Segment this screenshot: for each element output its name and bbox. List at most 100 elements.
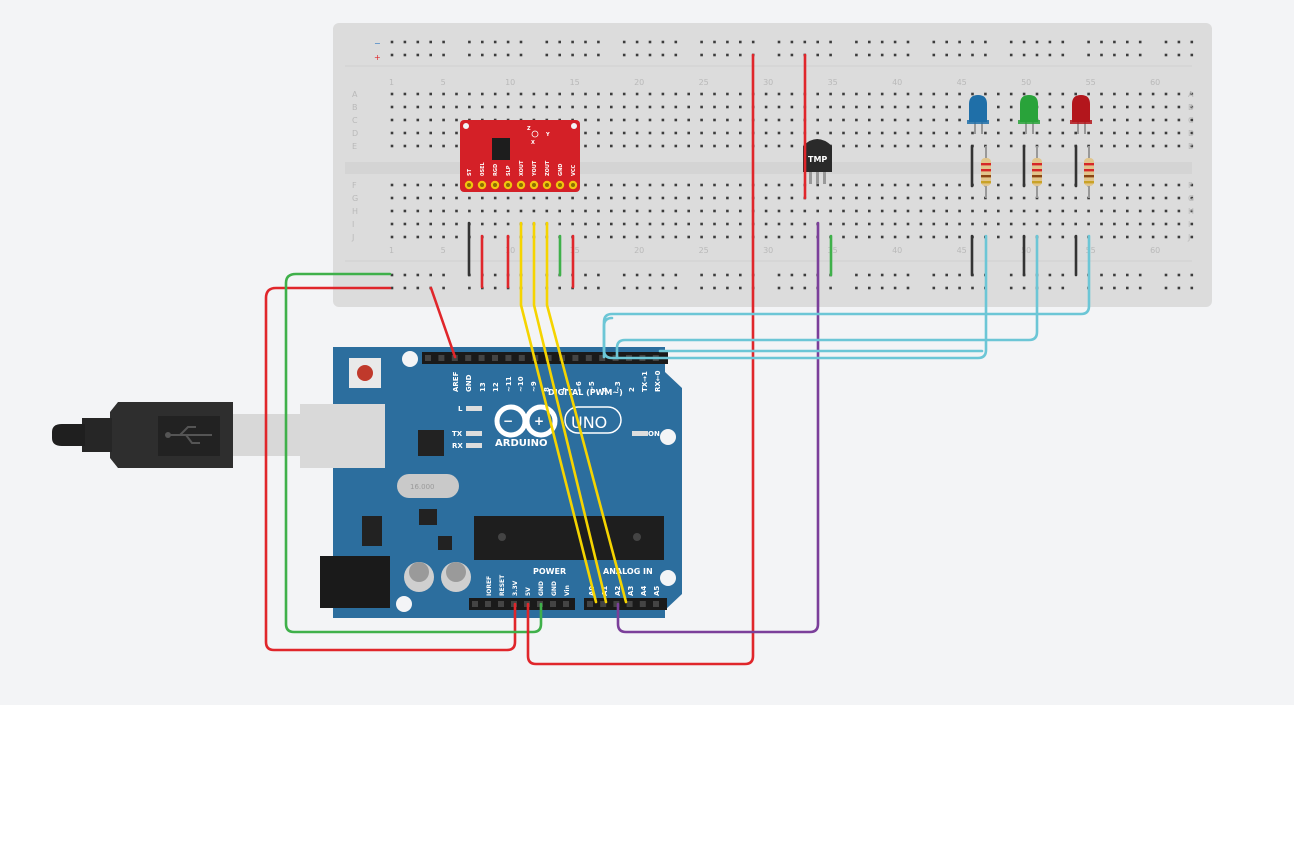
resistor[interactable] bbox=[1032, 146, 1042, 198]
led-green[interactable] bbox=[1018, 95, 1040, 134]
row-label: F bbox=[352, 181, 357, 190]
row-label: B bbox=[352, 103, 358, 112]
analog-pin-label: A5 bbox=[653, 586, 661, 596]
column-label: 45 bbox=[957, 78, 967, 87]
digital-pin-label: AREF bbox=[452, 371, 460, 392]
led-on-label: ON bbox=[648, 430, 660, 438]
digital-pin-label: ~6 bbox=[575, 381, 583, 392]
column-label: 30 bbox=[763, 78, 773, 87]
digital-pin-label: ~9 bbox=[530, 381, 538, 392]
temperature-sensor[interactable]: TMP bbox=[803, 139, 832, 184]
power-header-label: POWER bbox=[533, 567, 566, 576]
row-label: A bbox=[1188, 90, 1194, 99]
digital-pin-label: 2 bbox=[628, 387, 636, 392]
wire-led-green-d3 bbox=[615, 234, 1039, 359]
led-rx-label: RX bbox=[452, 442, 463, 450]
column-label: 5 bbox=[441, 78, 446, 87]
axis-label-x: X bbox=[531, 140, 535, 146]
svg-text:+: + bbox=[534, 414, 544, 428]
digital-header-label: DIGITAL (PWM~) bbox=[548, 388, 623, 397]
column-label: 45 bbox=[957, 246, 967, 255]
power-pin-label: 5V bbox=[525, 587, 532, 596]
column-label: 35 bbox=[828, 246, 838, 255]
svg-text:−: − bbox=[503, 414, 513, 428]
atmega-chip bbox=[474, 516, 664, 560]
accelerometer-pin-label: XOUT bbox=[519, 160, 525, 176]
led-red[interactable] bbox=[1070, 95, 1092, 134]
wire-led-red-d2 bbox=[602, 234, 1091, 359]
column-label: 25 bbox=[699, 246, 709, 255]
row-label: E bbox=[1188, 142, 1193, 151]
led-tx-label: TX bbox=[452, 430, 463, 438]
row-label: D bbox=[352, 129, 358, 138]
analog-pin-label: A1 bbox=[601, 586, 609, 596]
column-label: 35 bbox=[828, 78, 838, 87]
power-pin-label: 3.3V bbox=[512, 580, 519, 596]
wire-led-blue-d4 bbox=[602, 234, 988, 360]
digital-pin-label: 4 bbox=[601, 387, 609, 392]
resistor[interactable] bbox=[1084, 146, 1094, 198]
row-label: D bbox=[1188, 129, 1194, 138]
digital-pin-label: 13 bbox=[479, 382, 487, 392]
arduino-uno-board[interactable]: 16.000 − + ARDUINO UNO bbox=[300, 347, 682, 618]
row-label: H bbox=[352, 207, 358, 216]
wire-aref bbox=[429, 286, 457, 359]
column-label: 55 bbox=[1086, 78, 1096, 87]
column-label: 1 bbox=[389, 78, 394, 87]
digital-pin-label: ~5 bbox=[588, 381, 596, 392]
digital-pin-label: 7 bbox=[562, 387, 570, 392]
row-label: J bbox=[351, 233, 354, 242]
power-pin-label: GND bbox=[551, 581, 558, 596]
resistor[interactable] bbox=[981, 146, 991, 198]
digital-pin-label: TX→1 bbox=[641, 371, 649, 392]
wire-gnd-rail bbox=[284, 272, 543, 634]
power-jack bbox=[320, 556, 390, 608]
usb-icon bbox=[158, 416, 220, 456]
accelerometer-pin-label: ST bbox=[467, 168, 473, 176]
column-label: 15 bbox=[570, 246, 580, 255]
led-blue[interactable] bbox=[967, 95, 989, 134]
digital-pin-label: ~10 bbox=[517, 376, 525, 392]
column-label: 60 bbox=[1150, 246, 1160, 255]
digital-pin-label: 8 bbox=[543, 387, 551, 392]
analog-pin-label: A4 bbox=[640, 586, 648, 596]
accelerometer-pin-label: YOUT bbox=[532, 160, 538, 177]
power-pin-label: GND bbox=[538, 581, 545, 596]
led-l-label: L bbox=[458, 405, 463, 413]
power-pin-label: Vin bbox=[564, 585, 571, 596]
analog-header-label: ANALOG IN bbox=[603, 567, 653, 576]
analog-pin-label: A3 bbox=[627, 586, 635, 596]
axis-label-z: Z bbox=[527, 126, 531, 132]
column-label: 40 bbox=[892, 78, 902, 87]
row-label: G bbox=[352, 194, 358, 203]
row-label: G bbox=[1188, 194, 1194, 203]
row-label: I bbox=[352, 220, 354, 229]
column-label: 40 bbox=[892, 246, 902, 255]
digital-pin-label: ~11 bbox=[505, 376, 513, 392]
reset-button[interactable] bbox=[349, 358, 381, 388]
column-label: 50 bbox=[1021, 246, 1031, 255]
arduino-logo: − + bbox=[494, 404, 622, 438]
column-label: 55 bbox=[1086, 246, 1096, 255]
row-label: F bbox=[1188, 181, 1193, 190]
column-label: 10 bbox=[505, 246, 515, 255]
column-label: 50 bbox=[1021, 78, 1031, 87]
digital-pin-label: GND bbox=[465, 374, 473, 392]
crystal-oscillator: 16.000 bbox=[397, 474, 459, 498]
accelerometer-pin-label: SLP bbox=[506, 165, 512, 176]
power-pin-label: IOREF bbox=[486, 576, 493, 596]
usb-cable[interactable] bbox=[52, 402, 303, 468]
column-label: 30 bbox=[763, 246, 773, 255]
wire-3v3-rail bbox=[264, 286, 517, 652]
wires[interactable] bbox=[264, 53, 1091, 666]
wire-xout-a1 bbox=[519, 221, 598, 604]
wire-tmp-a3 bbox=[616, 221, 820, 634]
column-label: 20 bbox=[634, 78, 644, 87]
column-label: 25 bbox=[699, 78, 709, 87]
led-group bbox=[967, 95, 1094, 198]
